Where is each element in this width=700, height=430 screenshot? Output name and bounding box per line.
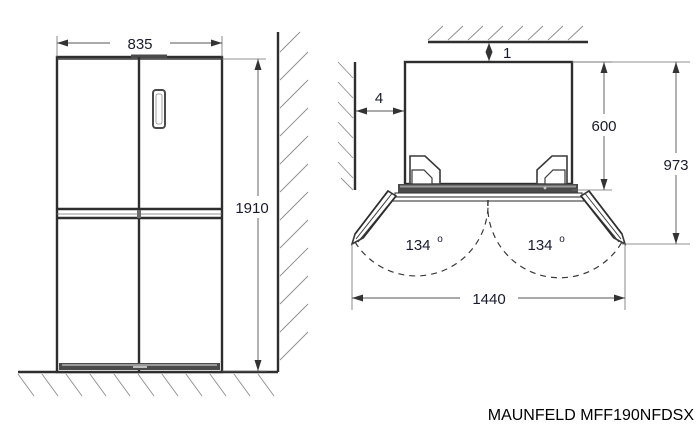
top-view-hinge-bracket-right-inner [544,169,566,185]
top-wall-arrow-right [393,107,404,115]
top-depth973-arrow-top [672,62,680,73]
top-width1440-label: 1440 [472,291,505,308]
top-depth600-arrow-top [600,62,608,73]
front-width-label-bg [110,32,170,52]
top-view-ceiling-hatching [427,25,584,41]
top-view-hinge-bracket-left-inner [411,169,433,185]
top-view-bar-dot [543,186,547,190]
front-width-arrow-left [57,39,68,47]
top-depth600-label: 600 [591,118,616,135]
top-ceiling-clearance-label: 1 [503,45,511,62]
front-view-floor-hatching [17,373,275,397]
top-view-front-bar [398,184,578,193]
front-view-door-handle-inner [155,93,163,125]
top-view-right-open-door [579,189,627,246]
top-view-angle-left-value: 134 [405,237,430,254]
front-view-wall-hatching [279,31,309,361]
top-view-front-bar-lower [394,192,583,198]
front-width-label: 835 [127,36,152,53]
front-height-label: 1910 [235,200,268,217]
top-width1440-arrow-left [352,294,363,302]
top-view-angle-left-degree: o [437,234,443,245]
front-view-group: 835 1910 [17,31,309,397]
top-view-angle-right-group: 134 o [527,234,565,254]
top-view-left-open-door [350,189,398,246]
top-view-angle-right-degree: o [559,234,565,245]
top-depth973-label: 973 [663,157,688,174]
top-depth973-arrow-bottom [672,233,680,244]
top-view-angle-right-value: 134 [527,237,552,254]
front-view-top-panel-nub [131,54,167,58]
top-depth600-arrow-bottom [600,179,608,190]
top-wall-arrow-left [356,107,367,115]
top-width1440-arrow-right [614,294,625,302]
front-view-divider-pin [137,210,141,218]
top-ceiling-arrow-down [485,52,493,61]
top-view-swing-arc-left [354,199,489,277]
top-ceiling-arrow-up [485,43,493,52]
top-view-angle-left-group: 134 o [405,234,443,254]
front-view-base-highlight [62,364,217,366]
top-width1440-label-bg [460,287,518,309]
top-view-front-bar-highlight [400,185,576,188]
front-view-base-center-mark [133,366,147,368]
front-width-arrow-right [211,39,222,47]
top-depth973-label-bg [652,153,698,175]
front-height-label-bg [228,196,276,218]
top-view-group: 134 o 134 o 1 4 600 973 [337,25,698,310]
top-depth600-label-bg [582,114,626,136]
model-caption: MAUNFELD MFF190NFDSX [488,407,695,424]
top-view-wall-hatching [337,61,354,191]
top-view-swing-arc-right [487,199,623,279]
front-height-arrow-top [254,59,262,70]
top-wall-clearance-label: 4 [375,90,383,107]
top-wall-label-bg [369,88,391,106]
front-height-arrow-bottom [254,360,262,371]
